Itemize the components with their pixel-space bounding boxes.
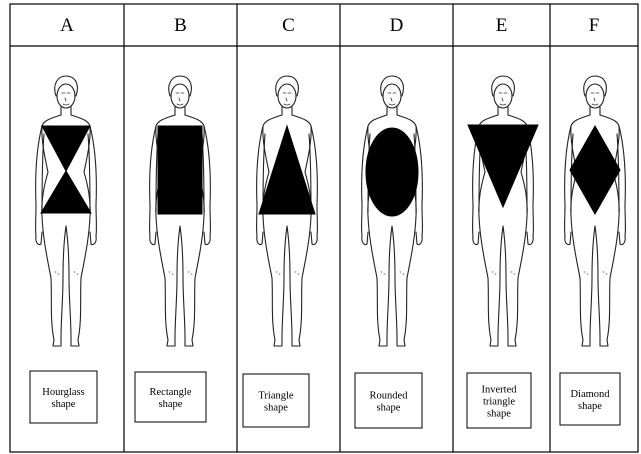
caption-line: Diamond [570,389,610,400]
rectangle-shape-icon [158,126,202,214]
caption-line: shape [578,401,602,412]
caption-line: Inverted [482,385,518,396]
inverted-triangle-shape-icon [468,125,538,207]
caption-line: shape [159,399,183,410]
caption-line: triangle [483,397,515,408]
head [171,84,189,108]
human-figure [473,76,534,346]
column-letter: F [589,15,600,36]
caption-line: shape [264,403,288,414]
caption-line: shape [377,403,401,414]
table-border [10,4,638,452]
column-letter: A [60,15,74,36]
head [278,84,296,108]
hourglass-shape-icon [41,126,91,213]
caption-line: Rounded [370,391,409,402]
head [57,84,75,108]
rounded-shape-icon [366,128,418,216]
column-letter: C [282,15,295,36]
column-letter: B [174,15,187,36]
caption-line: Triangle [258,391,294,402]
caption-line: Rectangle [150,387,192,398]
head [494,84,512,108]
column-letter: E [496,15,508,36]
caption-line: shape [487,409,511,420]
head [383,84,401,108]
caption-line: shape [52,399,76,410]
head [586,84,604,108]
diamond-shape-icon [570,126,620,214]
triangle-shape-icon [259,126,315,214]
column-letter: D [390,15,404,36]
caption-line: Hourglass [42,387,84,398]
